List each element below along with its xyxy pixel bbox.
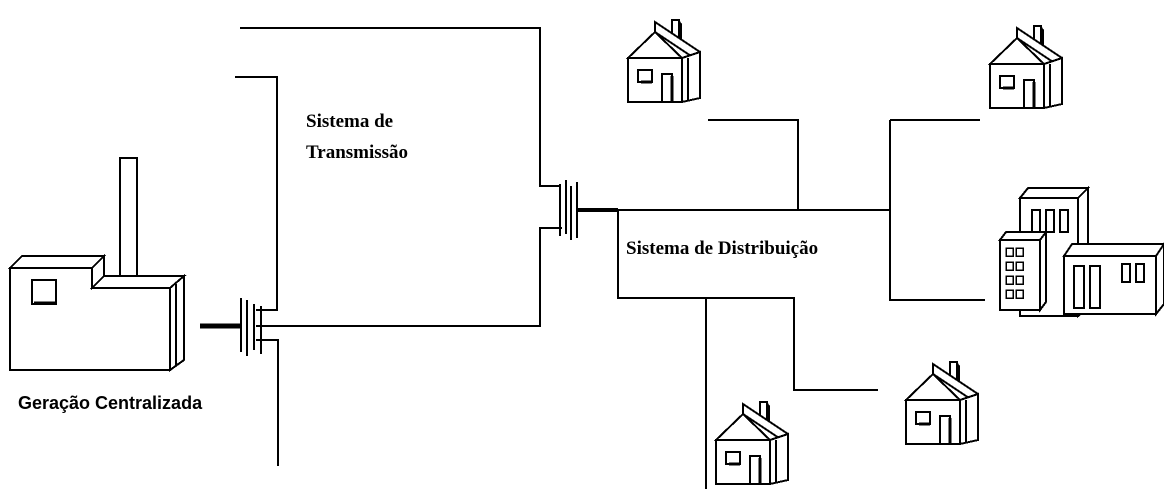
house-icon-top-right (988, 24, 1064, 110)
transmission-label-line1: Sistema de (306, 111, 394, 132)
step-up-transformer-icon (240, 298, 262, 356)
distribution-label: Sistema de Distribuição (626, 238, 819, 259)
distribution-lines (617, 119, 985, 489)
transmission-lines (235, 27, 562, 466)
generation-plant-icon (7, 157, 187, 372)
commercial-buildings-icon (998, 185, 1164, 319)
generation-label: Geração Centralizada (18, 393, 203, 413)
house-icon-bottom-right (904, 360, 980, 446)
step-down-transformer-icon (559, 180, 578, 240)
house-icon-top-left (626, 18, 702, 104)
transmission-label-line2: Transmissão (306, 142, 409, 163)
house-icon-bottom (714, 400, 790, 486)
